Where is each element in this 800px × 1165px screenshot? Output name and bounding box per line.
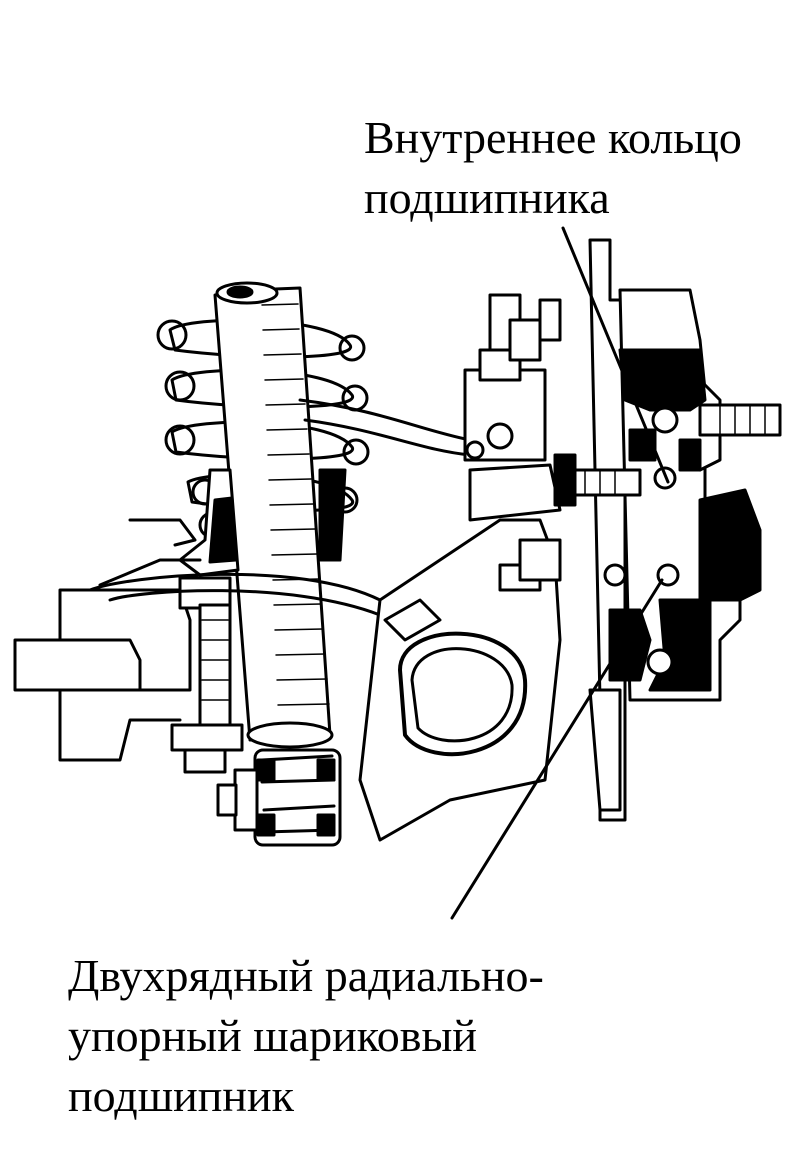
- bearing-label: Двухрядный радиально- упорный шариковый …: [68, 946, 544, 1126]
- brake-line: [298, 398, 472, 442]
- leader-line-bearing: [450, 578, 664, 920]
- wheel-hub: [553, 238, 782, 822]
- bottom-bushing: [216, 748, 342, 847]
- bearing-label-line1: Двухрядный радиально-: [68, 950, 544, 1001]
- leader-line-inner-ring: [561, 226, 670, 484]
- bearing-label-line3: подшипник: [68, 1070, 294, 1121]
- inner-ring-label-line2: подшипника: [364, 172, 610, 223]
- lower-arm: [13, 518, 202, 762]
- long-bolt: [170, 576, 244, 774]
- inner-ring-label: Внутреннее кольцо подшипника: [364, 108, 742, 228]
- bearing-upper: [618, 348, 707, 490]
- upper-knuckle-block: [463, 293, 562, 592]
- bearing-label-line2: упорный шариковый: [68, 1010, 477, 1061]
- bearing-lower: [588, 563, 712, 812]
- steering-knuckle: [358, 463, 562, 842]
- inner-ring-label-line1: Внутреннее кольцо: [364, 112, 742, 163]
